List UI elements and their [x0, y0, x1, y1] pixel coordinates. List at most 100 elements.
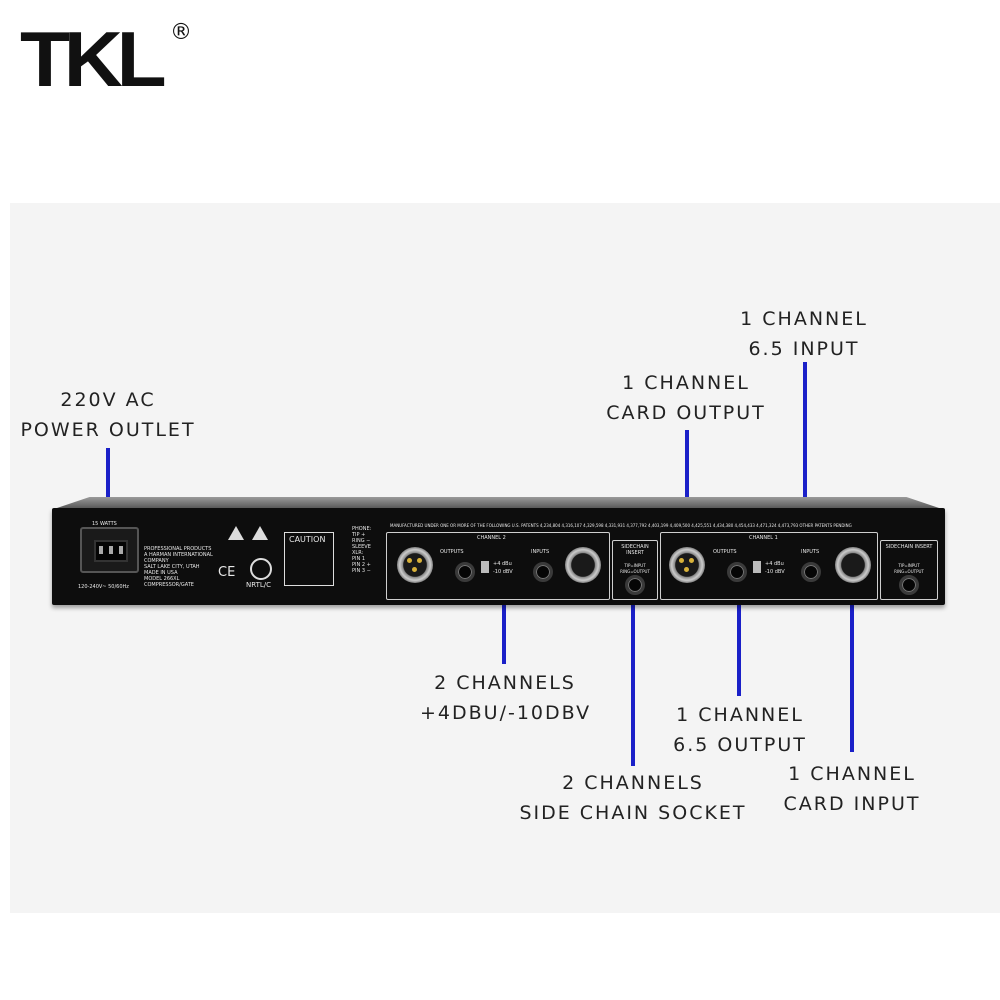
pin [119, 546, 123, 554]
ch2-xlr-input[interactable] [565, 547, 601, 583]
logo-text: TKL [20, 15, 167, 103]
label-line: 1 CHANNEL [740, 308, 868, 330]
wiring-legend: PHONE: TIP + RING − SLEEVE XLR: PIN 1 PI… [352, 526, 371, 574]
ch2-output-jack[interactable] [455, 562, 475, 582]
outputs-label: OUTPUTS [713, 549, 737, 555]
callout-line-ch1-card-output [685, 430, 689, 510]
level-minus-label: -10 dBV [765, 569, 785, 575]
warning-triangle-icon [228, 526, 244, 540]
channel-2-label: CHANNEL 2 [477, 535, 506, 541]
label-line: SIDE CHAIN SOCKET [519, 802, 747, 824]
callout-line-ch1-card-input [850, 598, 854, 752]
level-switch[interactable] [481, 561, 489, 573]
legend-line: PIN 1 [352, 556, 366, 562]
level-plus-label: +4 dBu [493, 561, 512, 567]
tip-ring-label: TIP=INPUT RING=OUTPUT [894, 563, 924, 574]
ch1-sidechain-jack[interactable] [899, 575, 919, 595]
ch1-xlr-input[interactable] [835, 547, 871, 583]
warning-triangle-icon [252, 526, 268, 540]
callout-line-ch1-output [737, 598, 741, 696]
power-inlet-pins [94, 540, 128, 562]
xlr-pin [407, 558, 412, 563]
compressor-rear-panel: 15 WATTS 120-240V~ 50/60Hz PROFESSIONAL … [52, 508, 945, 605]
certification-seal-icon [250, 558, 272, 580]
ch2-input-jack[interactable] [533, 562, 553, 582]
label-line: POWER OUTLET [20, 419, 196, 441]
caution-label: CAUTION [289, 535, 326, 544]
company-line: COMPRESSOR/GATE [144, 582, 194, 588]
label-line: 2 CHANNELS [434, 672, 576, 694]
inputs-label: INPUTS [531, 549, 550, 555]
label-power-outlet: 220V AC POWER OUTLET [20, 385, 196, 445]
outputs-label: OUTPUTS [440, 549, 464, 555]
channel-1-panel: CHANNEL 1 OUTPUTS +4 dBu -10 dBV INPUTS [660, 532, 878, 600]
ch1-output-jack[interactable] [727, 562, 747, 582]
level-plus-label: +4 dBu [765, 561, 784, 567]
callout-line-level [502, 598, 506, 664]
ce-mark: CE [218, 565, 236, 580]
xlr-pin [684, 567, 689, 572]
brand-logo: TKL ® [20, 14, 192, 104]
power-inlet[interactable] [80, 527, 139, 573]
ch2-sidechain-jack[interactable] [625, 575, 645, 595]
ch2-xlr-output[interactable] [397, 547, 433, 583]
xlr-pin [417, 558, 422, 563]
legend-line: PHONE: [352, 526, 372, 532]
callout-line-ch1-input [803, 362, 807, 510]
legend-line: PIN 2 + [352, 562, 371, 568]
voltage-label: 120-240V~ 50/60Hz [78, 584, 129, 590]
label-ch1-card-input: 1 CHANNEL CARD INPUT [775, 759, 929, 819]
level-switch[interactable] [753, 561, 761, 573]
label-level: 2 CHANNELS +4DBU/-10DBV [420, 668, 590, 728]
label-ch1-card-output: 1 CHANNEL CARD OUTPUT [600, 368, 772, 428]
caution-box: CAUTION [284, 532, 334, 586]
sidechain-label: SIDECHAIN INSERT [885, 544, 933, 550]
pin [109, 546, 113, 554]
tip-ring-label: TIP=INPUT RING=OUTPUT [620, 563, 650, 574]
label-line: 1 CHANNEL [622, 372, 750, 394]
label-ch1-output: 1 CHANNEL 6.5 OUTPUT [665, 700, 815, 760]
label-line: +4DBU/-10DBV [420, 702, 592, 724]
ch1-xlr-output[interactable] [669, 547, 705, 583]
ch1-input-jack[interactable] [801, 562, 821, 582]
patents-text: MANUFACTURED UNDER ONE OR MORE OF THE FO… [390, 523, 852, 528]
channel-1-label: CHANNEL 1 [749, 535, 778, 541]
callout-line-sidechain [631, 598, 635, 766]
watts-label: 15 WATTS [92, 521, 117, 527]
label-line: 2 CHANNELS [562, 772, 704, 794]
legend-line: RING − [352, 538, 371, 544]
company-info: PROFESSIONAL PRODUCTS A HARMAN INTERNATI… [144, 546, 213, 588]
xlr-pin [679, 558, 684, 563]
label-line: 6.5 INPUT [748, 338, 860, 360]
company-line: COMPANY [144, 558, 169, 564]
company-line: SALT LAKE CITY, UTAH [144, 564, 200, 570]
company-line: PROFESSIONAL PRODUCTS [144, 546, 212, 552]
nrtl-label: NRTL/C [246, 581, 272, 589]
device-top-edge [54, 497, 942, 509]
label-line: 1 CHANNEL [676, 704, 804, 726]
label-line: 6.5 OUTPUT [673, 734, 807, 756]
label-line: 1 CHANNEL [788, 763, 916, 785]
pin [99, 546, 103, 554]
label-line: CARD INPUT [783, 793, 921, 815]
xlr-pin [689, 558, 694, 563]
legend-line: PIN 3 − [352, 568, 371, 574]
legend-line: XLR: [352, 550, 364, 556]
sidechain-label: SIDECHAIN INSERT [621, 544, 649, 556]
level-minus-label: -10 dBV [493, 569, 513, 575]
company-line: A HARMAN INTERNATIONAL [144, 552, 213, 558]
xlr-pin [412, 567, 417, 572]
company-line: MADE IN USA [144, 570, 178, 576]
channel-2-panel: CHANNEL 2 OUTPUTS +4 dBu -10 dBV INPUTS [386, 532, 610, 600]
label-ch1-input: 1 CHANNEL 6.5 INPUT [724, 304, 884, 364]
legend-line: TIP + [352, 532, 366, 538]
company-line: MODEL 266XL [144, 576, 180, 582]
ch2-sidechain-panel: SIDECHAIN INSERT TIP=INPUT RING=OUTPUT [612, 540, 658, 600]
label-line: 220V AC [60, 389, 156, 411]
registered-mark: ® [170, 20, 192, 45]
callout-line-power [106, 448, 110, 510]
label-line: CARD OUTPUT [606, 402, 766, 424]
inputs-label: INPUTS [801, 549, 820, 555]
legend-line: SLEEVE [352, 544, 371, 550]
label-sidechain: 2 CHANNELS SIDE CHAIN SOCKET [510, 768, 756, 828]
